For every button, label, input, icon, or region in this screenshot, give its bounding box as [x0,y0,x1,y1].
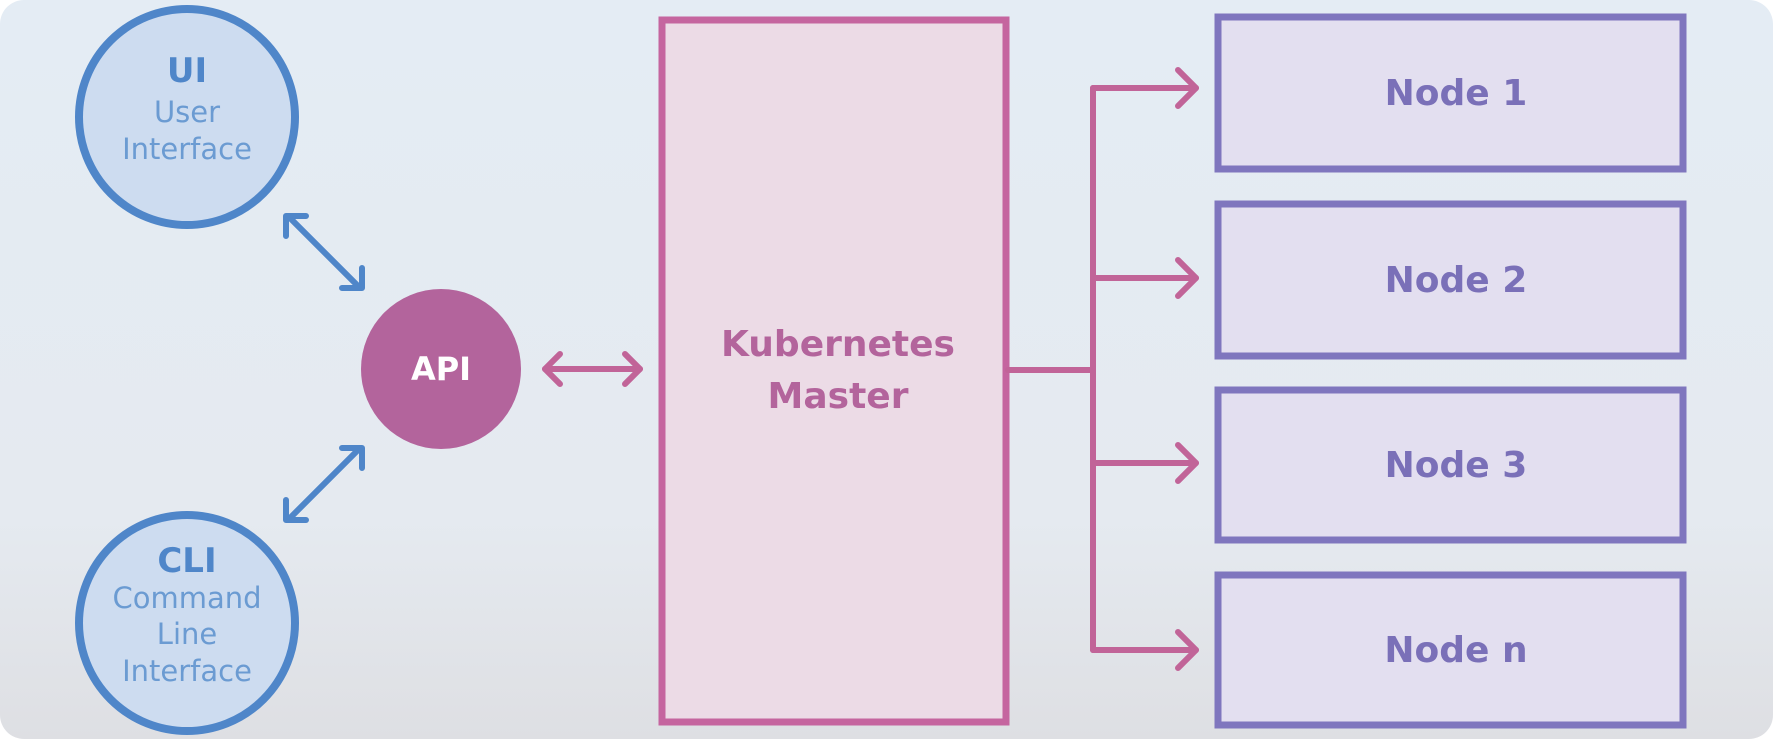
node-1-box [1214,13,1687,173]
master-node-connector [1005,67,1199,671]
connector-arrowhead-2 [1175,257,1199,299]
master-label-line2: Master [768,376,909,417]
node-3-label: Node 3 [1385,445,1528,486]
cli-client: CLI Command Line Interface [75,511,299,735]
cli-client-subtitle-line3: Interface [122,654,252,688]
ui-api-arrow [283,213,365,291]
cli-client-subtitle-line1: Command [112,581,261,615]
ui-client-subtitle-line1: User [154,95,220,129]
ui-client-circle [75,5,299,229]
ui-client-subtitle-line2: Interface [122,132,252,166]
api-master-arrow [542,351,643,387]
node-2-label: Node 2 [1385,260,1528,301]
kubernetes-master: Kubernetes Master [658,16,1010,726]
api-circle [361,289,521,449]
connector-arrowhead-1 [1175,67,1199,109]
node-n: Node n [1214,571,1687,729]
node-1-label: Node 1 [1385,73,1528,114]
node-n-label: Node n [1384,630,1527,671]
node-3: Node 3 [1214,386,1687,544]
node-3-box [1214,386,1687,544]
connector-arrowhead-3 [1175,442,1199,484]
cli-client-subtitle-line2: Line [157,617,217,651]
cli-client-title: CLI [157,541,216,581]
connector-arrowhead-n [1175,629,1199,671]
master-box [658,16,1010,726]
cli-client-circle [75,511,299,735]
node-2: Node 2 [1214,200,1687,360]
node-2-box [1214,200,1687,360]
cli-api-arrow [283,445,365,523]
ui-client-title: UI [167,51,207,91]
api-label: API [411,350,471,388]
ui-client: UI User Interface [75,5,299,229]
api-node: API [361,289,521,449]
master-label-line1: Kubernetes [721,324,955,365]
node-n-box [1214,571,1687,729]
node-1: Node 1 [1214,13,1687,173]
